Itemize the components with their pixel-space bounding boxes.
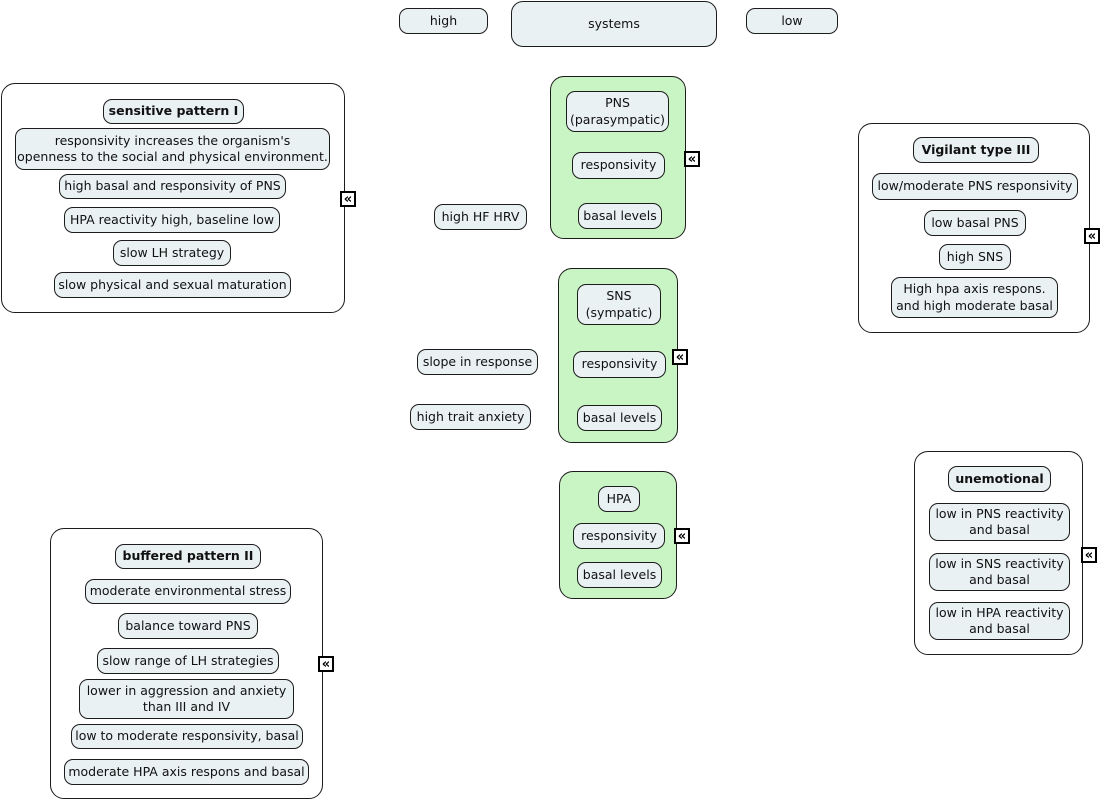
- buffered-group[interactable]: buffered pattern II moderate environment…: [50, 528, 334, 799]
- pns-name-node[interactable]: PNS (parasympatic): [566, 91, 669, 132]
- sensitive-item-node[interactable]: responsivity increases the organism's op…: [15, 128, 330, 170]
- pns-responsivity-node[interactable]: responsivity: [572, 152, 665, 179]
- hpa-responsivity-node[interactable]: responsivity: [573, 523, 665, 549]
- pns-collapse-icon[interactable]: «: [684, 151, 700, 167]
- node-line: low in PNS reactivity: [935, 505, 1064, 521]
- sns-system-group[interactable]: SNS (sympatic) responsivity basal levels…: [558, 268, 688, 443]
- hpa-name-node[interactable]: HPA: [598, 486, 640, 512]
- buffered-item-node[interactable]: lower in aggression and anxiety than III…: [79, 679, 294, 719]
- sensitive-item-node[interactable]: HPA reactivity high, baseline low: [64, 207, 280, 233]
- pns-system-group[interactable]: PNS (parasympatic) responsivity basal le…: [550, 76, 700, 239]
- sensitive-group[interactable]: sensitive pattern I responsivity increas…: [1, 83, 356, 313]
- vigilant-item-node[interactable]: High hpa axis respons. and high moderate…: [891, 277, 1058, 318]
- node-line: low in HPA reactivity: [935, 604, 1064, 620]
- node-line: SNS: [606, 288, 632, 304]
- sns-collapse-icon[interactable]: «: [672, 349, 688, 365]
- unemotional-item-node[interactable]: low in HPA reactivity and basal: [929, 602, 1070, 640]
- node-line: and basal: [969, 572, 1030, 587]
- hpa-basal-node[interactable]: basal levels: [577, 562, 662, 588]
- node-line: (sympatic): [585, 304, 653, 320]
- sensitive-item-node[interactable]: high basal and responsivity of PNS: [59, 174, 286, 199]
- vigilant-group[interactable]: Vigilant type III low/moderate PNS respo…: [858, 123, 1100, 333]
- buffered-title-node[interactable]: buffered pattern II: [115, 544, 261, 569]
- node-line: low in SNS reactivity: [935, 555, 1064, 571]
- unemotional-title-node[interactable]: unemotional: [948, 466, 1051, 492]
- node-low[interactable]: low: [746, 8, 838, 34]
- node-line: and basal: [969, 621, 1030, 636]
- node-line: High hpa axis respons.: [903, 281, 1046, 297]
- node-line: and high moderate basal: [896, 297, 1053, 313]
- hpa-collapse-icon[interactable]: «: [674, 528, 690, 544]
- node-line: responsivity increases the organism's: [54, 132, 291, 148]
- label-high-hf-hrv[interactable]: high HF HRV: [434, 204, 527, 230]
- hpa-system-group[interactable]: HPA responsivity basal levels «: [559, 471, 690, 599]
- buffered-item-node[interactable]: moderate environmental stress: [85, 579, 291, 604]
- node-high[interactable]: high: [399, 8, 488, 34]
- sensitive-item-node[interactable]: slow physical and sexual maturation: [54, 272, 291, 298]
- label-high-trait-anxiety[interactable]: high trait anxiety: [410, 404, 531, 430]
- unemotional-item-node[interactable]: low in PNS reactivity and basal: [929, 503, 1070, 541]
- node-line: lower in aggression and anxiety: [86, 682, 287, 698]
- buffered-item-node[interactable]: slow range of LH strategies: [97, 648, 279, 674]
- buffered-item-node[interactable]: low to moderate responsivity, basal: [71, 724, 303, 749]
- unemotional-collapse-icon[interactable]: «: [1081, 547, 1097, 563]
- label-slope-in-response[interactable]: slope in response: [417, 349, 538, 375]
- sensitive-item-node[interactable]: slow LH strategy: [113, 240, 231, 266]
- sns-responsivity-node[interactable]: responsivity: [573, 351, 666, 378]
- vigilant-title-node[interactable]: Vigilant type III: [913, 137, 1039, 163]
- buffered-item-node[interactable]: moderate HPA axis respons and basal: [64, 759, 309, 785]
- node-line: and basal: [969, 522, 1030, 537]
- unemotional-group[interactable]: unemotional low in PNS reactivity and ba…: [914, 451, 1097, 655]
- vigilant-item-node[interactable]: low basal PNS: [924, 210, 1026, 236]
- sensitive-title-node[interactable]: sensitive pattern I: [103, 99, 244, 124]
- node-line: than III and IV: [142, 699, 231, 714]
- buffered-item-node[interactable]: balance toward PNS: [118, 613, 258, 639]
- vigilant-item-node[interactable]: low/moderate PNS responsivity: [872, 173, 1078, 200]
- node-systems[interactable]: systems: [511, 1, 717, 47]
- vigilant-item-node[interactable]: high SNS: [939, 244, 1011, 270]
- vigilant-collapse-icon[interactable]: «: [1084, 228, 1100, 244]
- pns-basal-node[interactable]: basal levels: [578, 203, 662, 229]
- unemotional-item-node[interactable]: low in SNS reactivity and basal: [929, 553, 1070, 591]
- sns-name-node[interactable]: SNS (sympatic): [577, 284, 661, 325]
- sensitive-collapse-icon[interactable]: «: [340, 191, 356, 207]
- node-line: openness to the social and physical envi…: [17, 149, 328, 164]
- sns-basal-node[interactable]: basal levels: [577, 405, 662, 431]
- node-line: PNS: [605, 95, 630, 111]
- node-line: (parasympatic): [569, 111, 666, 127]
- buffered-collapse-icon[interactable]: «: [318, 656, 334, 672]
